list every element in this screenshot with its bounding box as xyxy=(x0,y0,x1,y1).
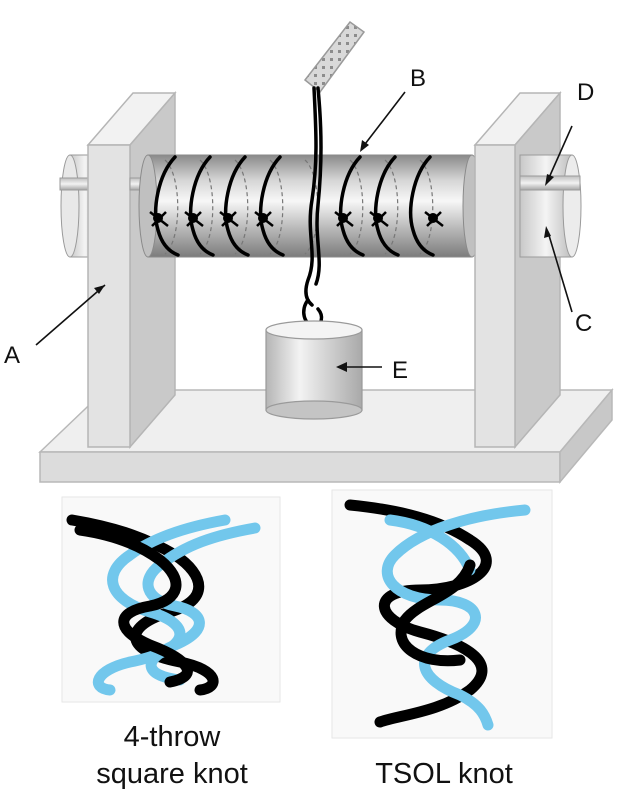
tsol-knot-panel xyxy=(331,489,553,739)
suture-loops xyxy=(154,155,435,257)
caption-square-knot-line2: square knot xyxy=(96,758,248,790)
base-plate xyxy=(38,387,614,485)
knot-marks xyxy=(149,211,444,227)
square-knot-panel xyxy=(61,496,281,703)
label-a: A xyxy=(4,342,20,369)
leader-lines xyxy=(35,91,573,372)
weight xyxy=(265,320,363,420)
caption-tsol-knot: TSOL knot xyxy=(375,758,513,790)
caption-square-knot-line1: 4-throw xyxy=(124,721,222,753)
label-c: C xyxy=(575,310,592,337)
label-d: D xyxy=(577,79,594,106)
right-end-cap xyxy=(519,154,582,258)
suture-clamp xyxy=(303,20,366,94)
label-e: E xyxy=(392,357,408,384)
label-b: B xyxy=(410,65,426,92)
right-support xyxy=(473,90,562,450)
left-support xyxy=(86,90,177,450)
